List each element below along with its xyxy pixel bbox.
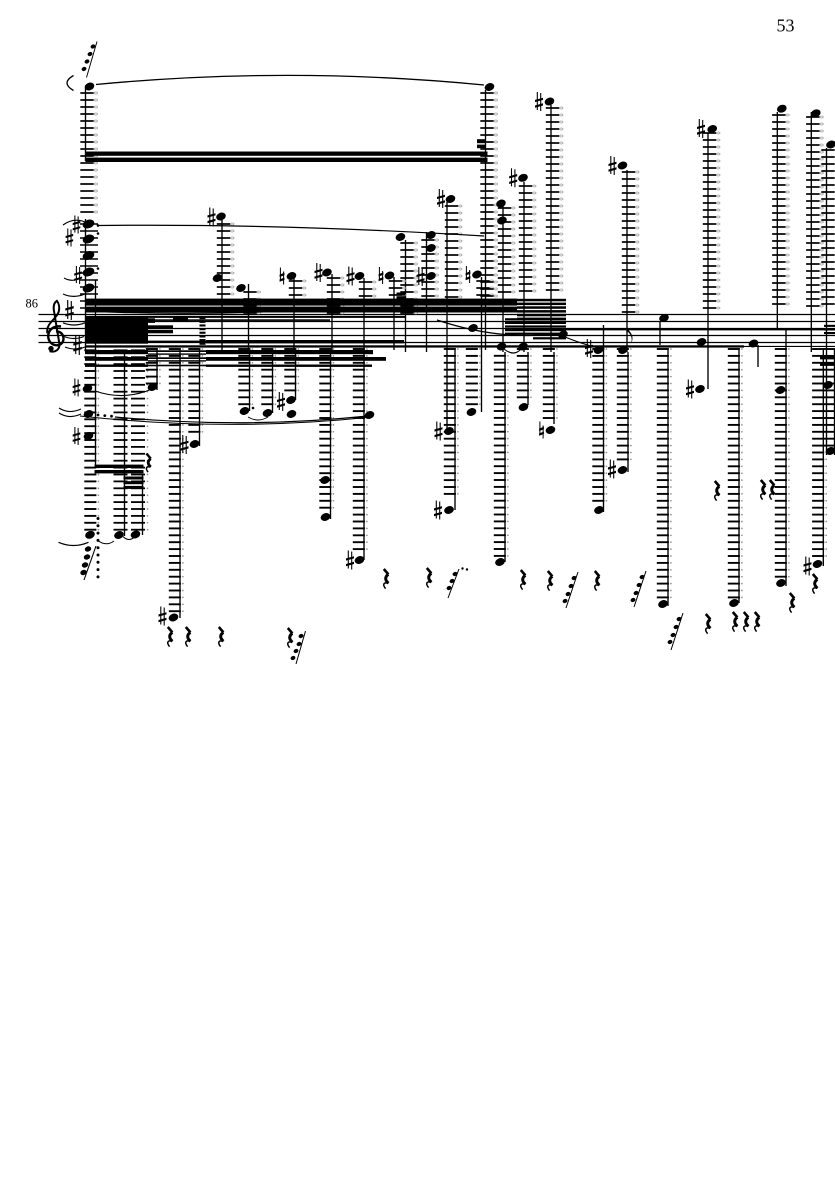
svg-text:86: 86 [26,297,39,311]
svg-text:53: 53 [777,16,795,36]
